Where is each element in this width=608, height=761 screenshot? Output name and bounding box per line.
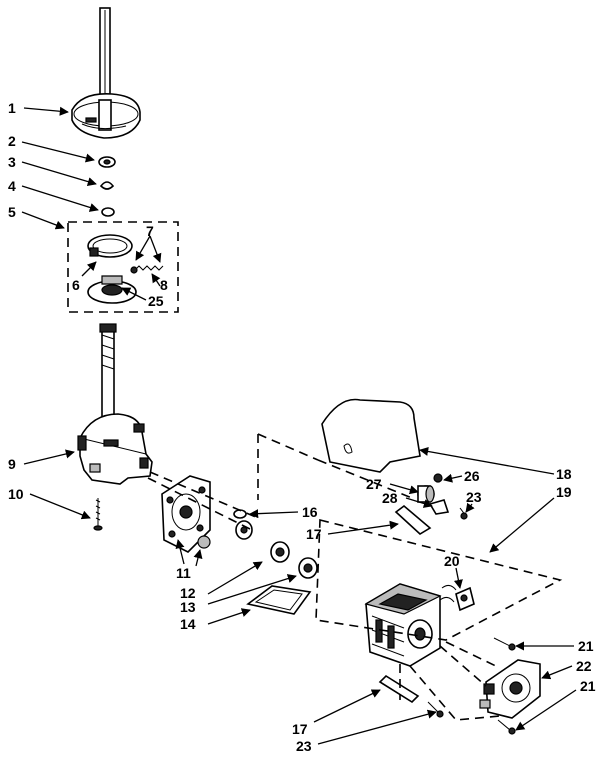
- part-23-screw-lower: [427, 701, 444, 718]
- part-21-screw-lower: [497, 719, 516, 735]
- callout-23-lower: 23: [296, 738, 312, 754]
- part-4-washer: [101, 207, 115, 217]
- part-2-nut: [98, 156, 116, 168]
- agitator-shaft: [99, 7, 111, 109]
- leader-lines: [21, 106, 577, 745]
- part-23-screw-upper: [459, 507, 468, 520]
- callout-27: 27: [366, 476, 382, 492]
- part-25-coupling: [87, 275, 137, 304]
- callout-18: 18: [556, 466, 572, 482]
- assembly-dashed-lines: [147, 433, 563, 721]
- callout-17-upper: 17: [306, 526, 322, 542]
- part-26-screw: [433, 473, 443, 483]
- part-14-gasket: [246, 585, 312, 615]
- callout-labels: 1 2 3 4 5 7 6 8 25 9 10 16 17 11 12 13 1…: [8, 100, 596, 754]
- callout-22: 22: [576, 658, 592, 674]
- callout-4: 4: [8, 178, 16, 194]
- callout-20: 20: [444, 553, 460, 569]
- callout-6: 6: [72, 277, 80, 293]
- part-13-pulley: [235, 520, 318, 579]
- part-5-group-box: [67, 221, 179, 313]
- callout-1: 1: [8, 100, 16, 116]
- callout-28: 28: [382, 490, 398, 506]
- callout-2: 2: [8, 133, 16, 149]
- callout-25: 25: [148, 293, 164, 309]
- callout-8: 8: [160, 277, 168, 293]
- part-8-spring: [130, 265, 164, 274]
- part-28-bracket: [428, 499, 450, 515]
- callout-11: 11: [176, 565, 191, 581]
- part-1-splash-guard: [71, 93, 141, 139]
- part-21-screw-upper: [493, 637, 516, 651]
- part-9-gearcase: [77, 413, 153, 485]
- part-17-strap-lower: [378, 674, 420, 704]
- callout-26: 26: [464, 468, 480, 484]
- callout-21-upper: 21: [578, 638, 594, 654]
- callout-7: 7: [146, 223, 154, 239]
- callout-23-upper: 23: [466, 489, 482, 505]
- drive-motor: [364, 583, 442, 667]
- callout-5: 5: [8, 204, 16, 220]
- part-11-grommet: [197, 535, 211, 549]
- lower-shaft: [99, 323, 117, 429]
- callout-9: 9: [8, 456, 16, 472]
- callout-16: 16: [302, 504, 318, 520]
- callout-10: 10: [8, 486, 24, 502]
- callout-12: 12: [180, 585, 196, 601]
- callout-3: 3: [8, 154, 16, 170]
- part-6-clamp-ring: [87, 234, 133, 258]
- callout-17-lower: 17: [292, 721, 308, 737]
- part-17-strap-upper: [394, 504, 432, 535]
- part-22-pump: [479, 659, 541, 719]
- callout-21-lower: 21: [580, 678, 596, 694]
- part-3-washer: [99, 181, 115, 190]
- callout-19: 19: [556, 484, 572, 500]
- part-20-switch: [439, 584, 475, 612]
- part-18-shield: [321, 398, 421, 473]
- callout-13: 13: [180, 599, 196, 615]
- callout-14: 14: [180, 616, 196, 632]
- part-10-screw: [93, 498, 103, 531]
- part-12-mounting-plate: [161, 475, 211, 553]
- part-27-capacitor: [417, 485, 435, 503]
